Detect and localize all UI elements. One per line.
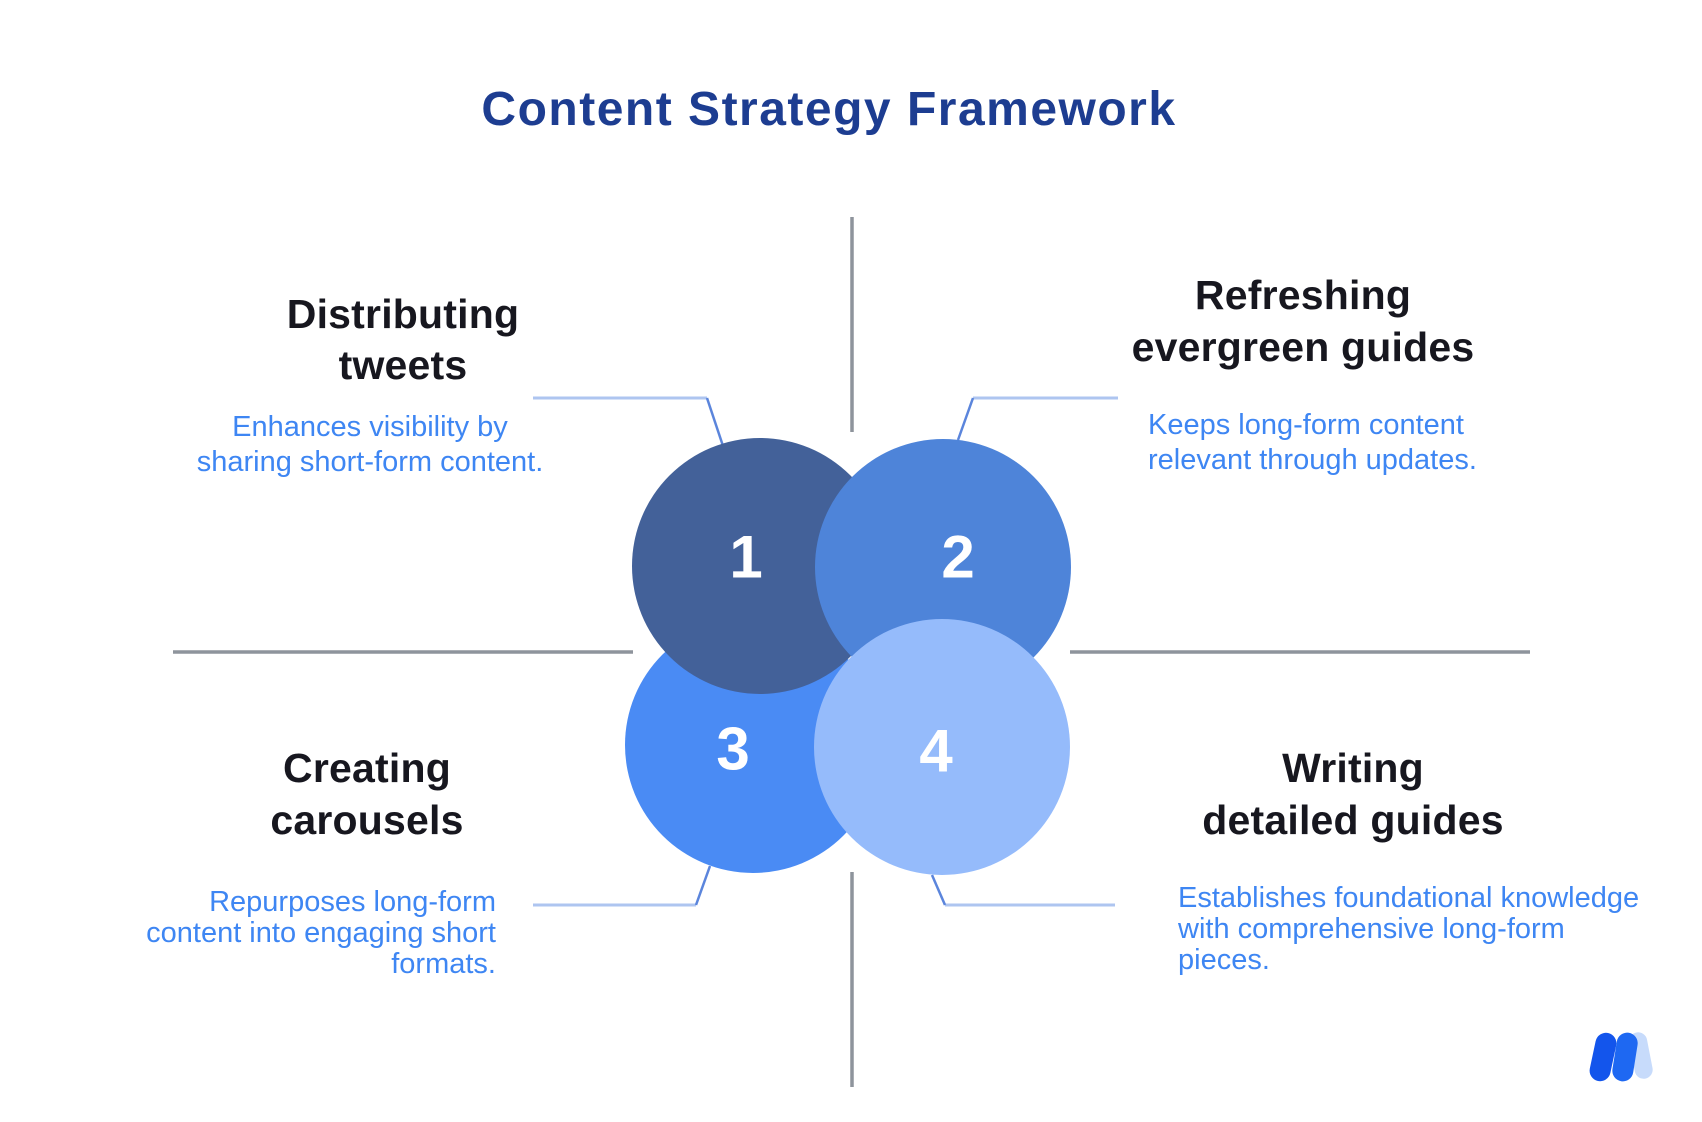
connector-top-right-diagonal — [956, 397, 975, 441]
step-description-refreshing-evergreen-guides: Keeps long-form content relevant through… — [1148, 409, 1477, 476]
circle-step-1 — [632, 438, 888, 694]
connector-bottom-left-diagonal — [694, 865, 712, 906]
step-description-creating-carousels: Repurposes long-form content into engagi… — [146, 886, 496, 980]
step-number-4: 4 — [919, 718, 953, 785]
circle-step-3 — [625, 617, 881, 873]
connector-top-left-diagonal — [705, 397, 725, 447]
step-number-1: 1 — [729, 524, 762, 591]
step-description-writing-detailed-guides: Establishes foundational knowledge with … — [1178, 882, 1640, 976]
w-logo-middle-bar — [1612, 1032, 1638, 1082]
step-title-refreshing-evergreen-guides: Refreshing evergreen guides — [1131, 272, 1475, 370]
step-number-2: 2 — [941, 524, 974, 591]
step-title-writing-detailed-guides: Writing detailed guides — [1202, 745, 1504, 843]
step-title-distributing-tweets: Distributing tweets — [286, 291, 520, 388]
circle-step-2 — [815, 439, 1071, 695]
connector-bottom-right-diagonal — [930, 874, 947, 906]
step-description-distributing-tweets: Enhances visibility by sharing short-for… — [196, 411, 544, 478]
step-title-creating-carousels: Creating carousels — [270, 745, 464, 843]
step-number-3: 3 — [716, 716, 749, 783]
w-logo-icon — [1589, 1032, 1653, 1082]
circle-step-4 — [814, 619, 1070, 875]
w-logo-left-bar — [1589, 1032, 1617, 1082]
page-title: Content Strategy Framework — [481, 83, 1177, 136]
